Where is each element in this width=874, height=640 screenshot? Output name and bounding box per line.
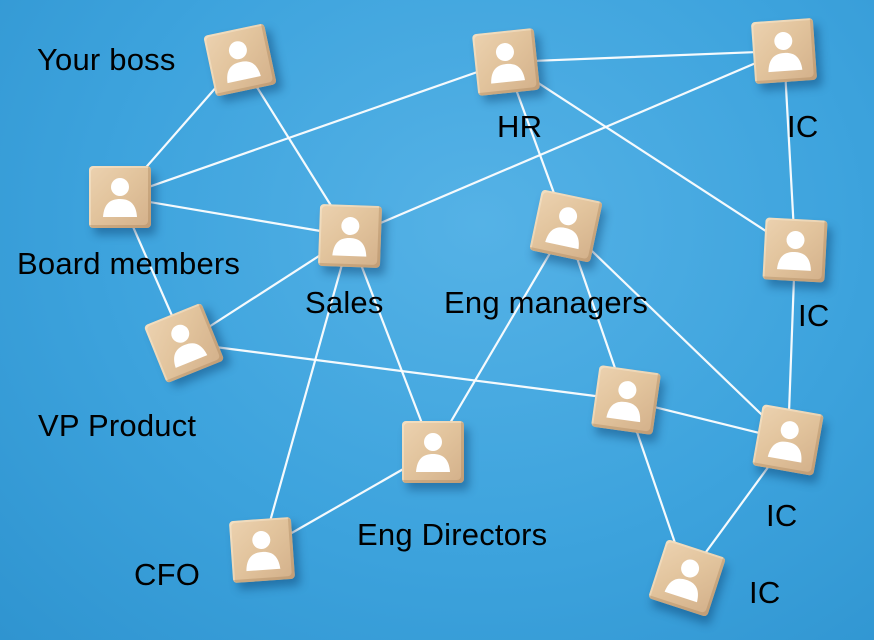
- link-engmgr-engdir: [431, 224, 568, 454]
- link-sales-engdir: [348, 234, 435, 454]
- link-board-sales: [118, 195, 352, 238]
- label-ic-right-middle: IC: [798, 298, 830, 333]
- person-icon: [776, 231, 811, 271]
- link-hr-board: [118, 60, 508, 199]
- label-ic-lower-right: IC: [766, 498, 798, 533]
- link-hr-ic-top: [504, 49, 786, 64]
- block-hr: [471, 27, 541, 97]
- label-eng-managers: Eng managers: [444, 285, 649, 320]
- block-hub: [590, 364, 662, 436]
- person-icon: [227, 41, 261, 84]
- block-eng-directors: [402, 421, 464, 483]
- person-icon: [332, 217, 367, 257]
- block-your-boss: [203, 23, 277, 97]
- person-icon: [491, 43, 525, 84]
- person-icon: [103, 178, 137, 217]
- link-hr-ic-mid: [504, 60, 797, 252]
- block-ic-bottom-right: [647, 538, 727, 618]
- link-ic-top-sales: [348, 49, 786, 238]
- block-board-members: [89, 166, 151, 228]
- label-your-boss: Your boss: [37, 42, 176, 77]
- link-sales-cfo: [260, 234, 352, 552]
- link-ic-top-ic-mid: [782, 49, 797, 252]
- label-ic-bottom-right: IC: [749, 575, 781, 610]
- block-ic-lower-right: [752, 404, 824, 476]
- block-sales: [317, 203, 383, 269]
- label-hr: HR: [497, 109, 543, 144]
- person-icon: [664, 559, 700, 603]
- label-eng-directors: Eng Directors: [357, 517, 548, 552]
- block-cfo: [228, 516, 296, 584]
- link-vp-hub: [182, 341, 628, 402]
- link-engmgr-ic-low: [564, 224, 790, 442]
- person-icon: [767, 421, 802, 463]
- person-icon: [768, 32, 803, 73]
- label-vp-product: VP Product: [38, 408, 197, 443]
- block-vp-product: [143, 302, 225, 384]
- label-sales: Sales: [305, 285, 384, 320]
- label-cfo: CFO: [134, 557, 201, 592]
- person-icon: [545, 207, 579, 250]
- person-icon: [246, 531, 281, 572]
- block-ic-right-middle: [762, 217, 828, 283]
- label-board-members: Board members: [17, 246, 241, 281]
- person-icon: [606, 381, 641, 423]
- label-ic-top-right: IC: [787, 109, 819, 144]
- block-eng-managers: [529, 189, 603, 263]
- person-icon: [416, 433, 450, 472]
- person-icon: [171, 324, 208, 368]
- block-ic-top-right: [750, 17, 818, 85]
